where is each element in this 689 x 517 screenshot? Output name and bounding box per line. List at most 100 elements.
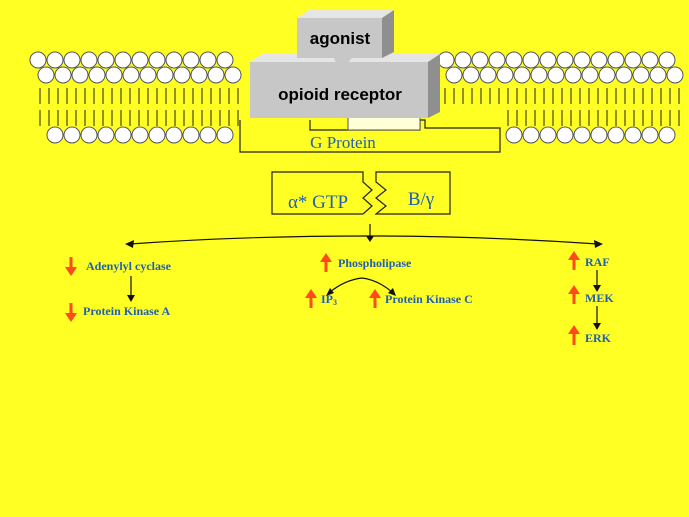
lipid-head [182,126,200,144]
lipid-head [590,126,608,144]
red-arrow-up-phospholipase [320,253,332,272]
lipid-head [139,66,157,84]
arrowhead-pka [127,295,135,302]
lipid-head [437,51,455,69]
lipid-head [182,51,200,69]
lipid-head [80,126,98,144]
red-arrow-up-ip3 [305,289,317,308]
ip3-label: IP3 [321,292,337,307]
lipid-head [148,126,166,144]
lipid-head [131,51,149,69]
lipid-head [199,51,217,69]
lipid-head [71,66,89,84]
red-arrow-down-pka [65,303,77,322]
protein-kinase-a-label: Protein Kinase A [83,304,170,318]
lipid-head [590,51,608,69]
arrowhead-erk [593,323,601,330]
g-protein-label: G Protein [310,133,376,152]
lipid-head [624,126,642,144]
arrowhead-pkc [388,288,396,296]
protein-kinase-c-label: Protein Kinase C [385,292,473,306]
branch-arrows [329,277,393,293]
lipid-head [199,126,217,144]
lipid-head [641,126,659,144]
lipid-head [573,51,591,69]
raf-label: RAF [585,255,610,269]
lipid-head [454,51,472,69]
lipid-head [615,66,633,84]
g-subunits-box [271,171,451,215]
arrowhead-mek [593,285,601,292]
erk-label: ERK [585,331,612,345]
lipid-head [156,66,174,84]
lipid-head [445,66,463,84]
lipid-head [547,66,565,84]
red-arrow-up-raf [568,251,580,270]
lipid-head [505,126,523,144]
lipid-head [216,51,234,69]
lipid-head [479,66,497,84]
lipid-head [505,51,523,69]
lipid-head [658,51,676,69]
lipid-head [46,126,64,144]
lipid-head [607,51,625,69]
arrowheads [125,236,603,248]
lipid-head [190,66,208,84]
lipid-head [539,126,557,144]
g-protein-box [239,114,501,153]
lipid-head [513,66,531,84]
adenylyl-cyclase-label: Adenylyl cyclase [86,259,172,273]
lipid-head [624,51,642,69]
lipid-head [63,51,81,69]
lipid-head [114,126,132,144]
arrowhead-ip3 [326,288,334,296]
mek-label: MEK [585,291,614,305]
red-arrow-up-mek [568,285,580,304]
agonist-box [297,10,394,72]
arrowhead-left [125,240,134,248]
lipid-head [556,126,574,144]
lipid-head [105,66,123,84]
lipid-head [165,126,183,144]
lipid-head [88,66,106,84]
lipid-head [29,51,47,69]
lipid-head [539,51,557,69]
lipid-head [122,66,140,84]
lipid-head [131,126,149,144]
lipid-head [581,66,599,84]
lipid-head [598,66,616,84]
agonist-label: agonist [310,29,371,48]
lipid-head [54,66,72,84]
lipid-head [148,51,166,69]
lipid-head [471,51,489,69]
fanout-arrows [129,224,599,245]
lipid-head [46,51,64,69]
lipid-head [607,126,625,144]
lipid-head [556,51,574,69]
lipid-head [658,126,676,144]
lipid-head [522,51,540,69]
beta-gamma-label: B/γ [408,189,434,210]
cell-membrane [29,51,684,144]
lipid-head [573,126,591,144]
lipid-head [207,66,225,84]
phospholipase-label: Phospholipase [338,256,412,270]
lipid-head [496,66,514,84]
receptor-label: opioid receptor [278,85,402,104]
lipid-head [564,66,582,84]
lipid-head [641,51,659,69]
lipid-head [666,66,684,84]
lipid-head [522,126,540,144]
lipid-head [63,126,81,144]
lipid-head [165,51,183,69]
lipid-head [224,66,242,84]
alpha-gtp-label: α* GTP [288,192,348,213]
lipid-head [80,51,98,69]
red-arrow-up-pkc [369,289,381,308]
lipid-head [97,51,115,69]
arrowhead-middle [366,236,374,242]
red-arrow-down-adenylyl [65,257,77,276]
lipid-head [97,126,115,144]
